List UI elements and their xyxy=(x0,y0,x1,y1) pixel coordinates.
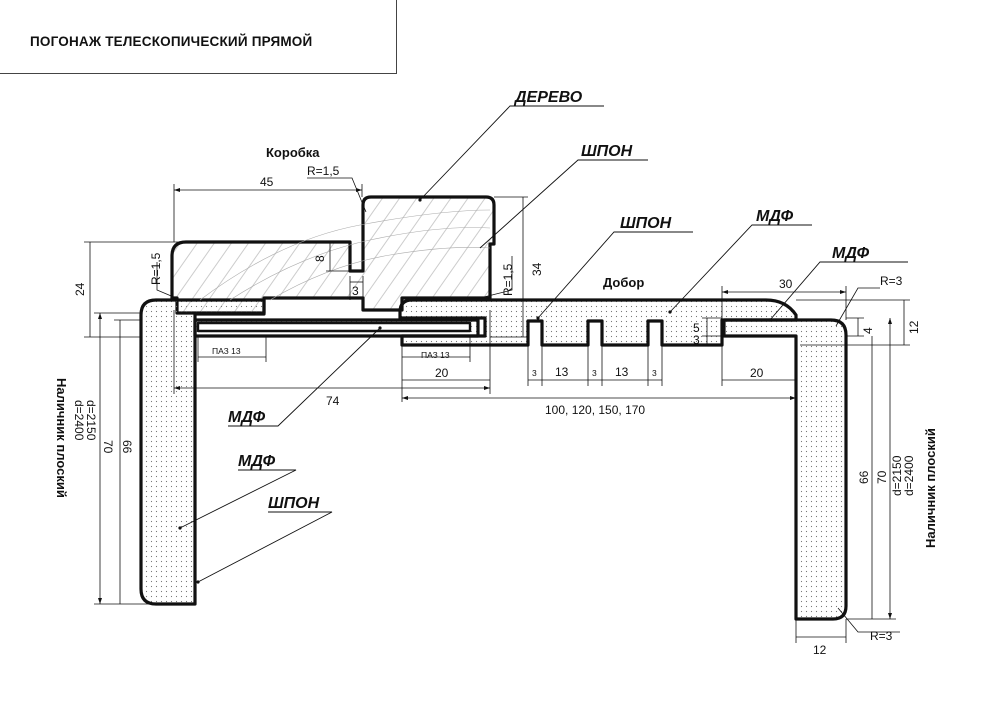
dim-right-70: 70 xyxy=(875,470,889,484)
dim-right-66: 66 xyxy=(857,470,871,484)
label-casing-left: Наличник плоский xyxy=(54,378,69,498)
label-wood: ДЕРЕВО xyxy=(513,89,583,106)
dim-8: 8 xyxy=(313,255,327,262)
drawing-title: ПОГОНАЖ ТЕЛЕСКОПИЧЕСКИЙ ПРЯМОЙ xyxy=(30,34,313,49)
dim-left-d2: d=2400 xyxy=(72,400,86,441)
dim-left-66: 66 xyxy=(120,440,134,454)
left-strip-groove xyxy=(196,321,472,333)
dim-gap-13b: 13 xyxy=(615,365,629,379)
dim-gap-3b: 3 xyxy=(592,368,597,378)
dim-30: 30 xyxy=(779,277,793,291)
dim-gap-3a: 3 xyxy=(532,368,537,378)
dim-right-d2: d=2400 xyxy=(902,455,916,496)
dim-74: 74 xyxy=(326,394,340,408)
dim-4: 4 xyxy=(861,327,875,334)
dimension-lines xyxy=(84,177,910,643)
title-block: ПОГОНАЖ ТЕЛЕСКОПИЧЕСКИЙ ПРЯМОЙ xyxy=(0,0,397,74)
dim-r3-top: R=3 xyxy=(880,274,903,288)
dim-12: 12 xyxy=(907,320,921,334)
label-box: Коробка xyxy=(266,145,320,160)
left-casing-profile xyxy=(139,298,266,606)
dim-20-left: 20 xyxy=(435,366,449,380)
dim-12-bottom: 12 xyxy=(813,643,827,657)
dim-r-box-top: R=1,5 xyxy=(307,164,340,178)
dimension-arrows xyxy=(98,188,892,619)
dim-3-small: 3 xyxy=(693,333,700,347)
label-mdf-strip: МДФ xyxy=(228,409,266,426)
dim-right-d1: d=2150 xyxy=(890,455,904,496)
right-casing-profile xyxy=(722,318,848,621)
label-veneer-dobor: ШПОН xyxy=(620,215,672,232)
label-mdf-right: МДФ xyxy=(832,245,870,262)
dim-groove-left: ПАЗ 13 xyxy=(212,346,241,356)
dim-left-d1: d=2150 xyxy=(84,400,98,441)
dim-5: 5 xyxy=(693,321,700,335)
dim-3-box: 3 xyxy=(352,284,359,298)
wood-grain xyxy=(199,209,491,301)
dim-24: 24 xyxy=(73,282,87,296)
box-profile xyxy=(170,195,496,315)
leader-lines xyxy=(179,105,908,583)
dim-20-right: 20 xyxy=(750,366,764,380)
leader-dots xyxy=(178,198,772,584)
dim-45: 45 xyxy=(260,175,274,189)
dim-left-70: 70 xyxy=(101,440,115,454)
label-mdf-dobor: МДФ xyxy=(756,208,794,225)
dim-gap-13a: 13 xyxy=(555,365,569,379)
dobor-profile xyxy=(398,298,798,347)
label-casing-right: Наличник плоский xyxy=(923,428,938,548)
label-mdf-left: МДФ xyxy=(238,453,276,470)
dim-gap-3c: 3 xyxy=(652,368,657,378)
label-veneer-top: ШПОН xyxy=(581,143,633,160)
dim-r3-bottom: R=3 xyxy=(870,629,893,643)
label-dobor: Добор xyxy=(603,275,644,290)
dim-r-box-left: R=1,5 xyxy=(149,252,163,285)
dim-groove-right: ПАЗ 13 xyxy=(421,350,450,360)
dim-dobor-width: 100, 120, 150, 170 xyxy=(545,403,645,417)
dim-r-box-right: R=1,5 xyxy=(501,263,515,296)
label-veneer-left: ШПОН xyxy=(268,495,320,512)
dim-34: 34 xyxy=(530,262,544,276)
profile-shapes xyxy=(139,195,848,621)
